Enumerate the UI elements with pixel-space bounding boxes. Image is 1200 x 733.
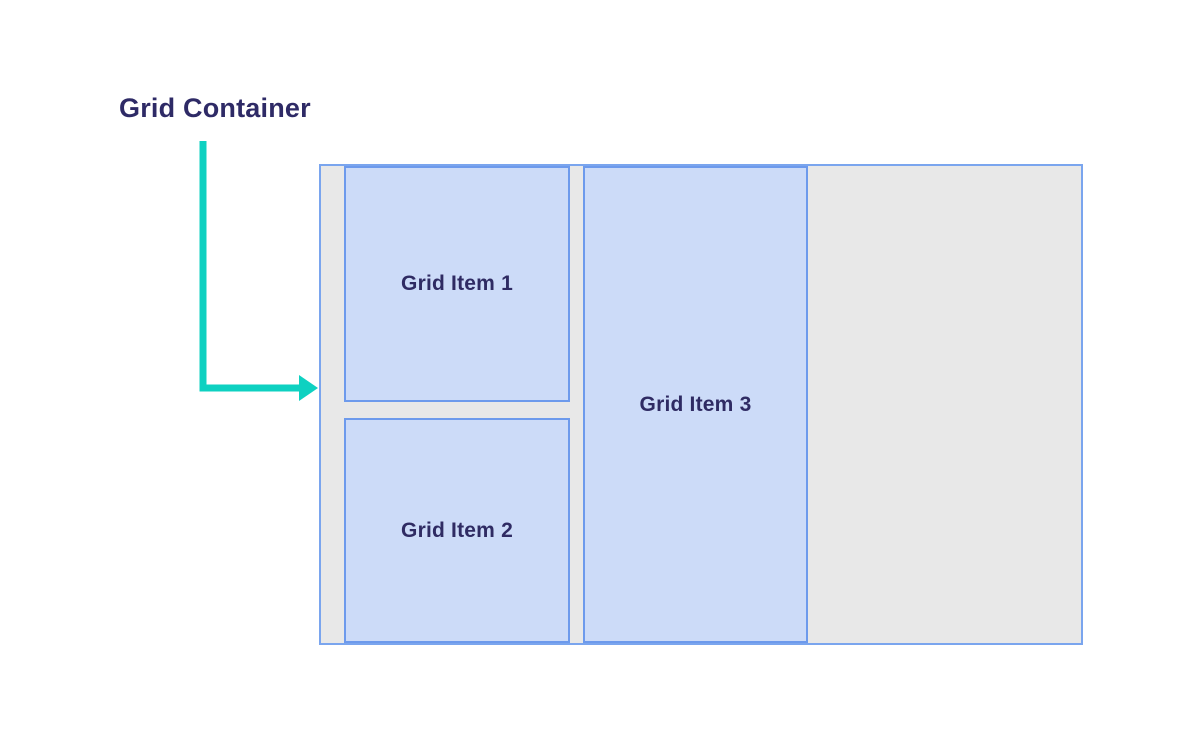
grid-item-2: Grid Item 2 xyxy=(344,418,570,643)
grid-item-1-label: Grid Item 1 xyxy=(401,272,513,295)
grid-item-2-label: Grid Item 2 xyxy=(401,518,513,542)
grid-container-box: Grid Item 1 Grid Item 2 Grid Item 3 xyxy=(319,164,1083,645)
arrow-line xyxy=(199,141,301,392)
grid-item-3: Grid Item 3 xyxy=(583,166,808,643)
grid-container-label: Grid Container xyxy=(119,93,311,123)
arrow-head-icon xyxy=(299,375,318,401)
grid-item-3-label: Grid Item 3 xyxy=(639,392,752,416)
grid-item-1: Grid Item 1 xyxy=(344,166,570,402)
